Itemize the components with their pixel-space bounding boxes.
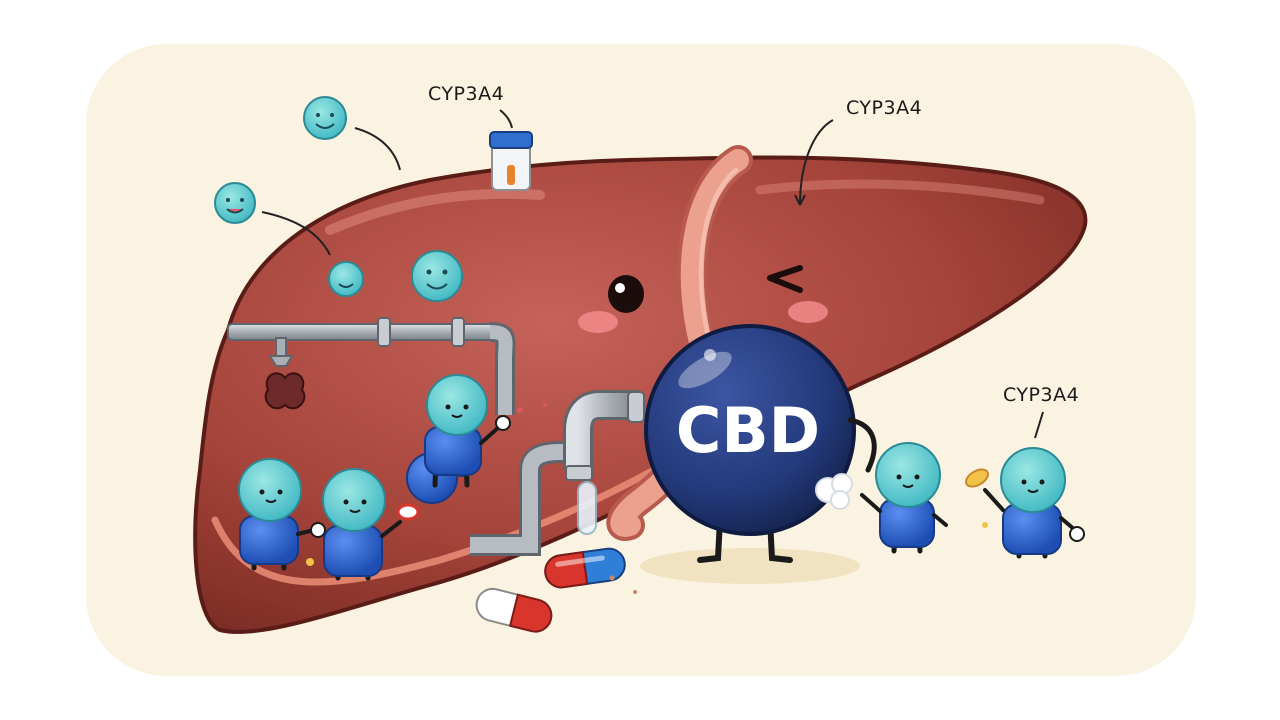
enzyme-character-icon: [983, 447, 1085, 559]
capsule-icon: [475, 587, 553, 633]
enzyme-character-icon: [322, 468, 402, 581]
molecule-bubble-icon: [411, 250, 463, 302]
molecule-bubble-icon: [328, 261, 364, 297]
liver-eye-icon: [608, 275, 644, 313]
liver-wink-icon: [767, 265, 803, 293]
molecule-bubble-icon: [214, 182, 256, 224]
enzyme-character-icon: [860, 442, 948, 554]
pipe-icon: [227, 317, 590, 556]
faucet-icon: [563, 390, 645, 535]
enzyme-character-icon: [424, 374, 511, 488]
molecule-bubble-icon: [303, 96, 347, 140]
cbd-text: CBD: [676, 394, 820, 467]
small-pill-icon: [306, 468, 989, 566]
cbd-ball-icon: CBD: [640, 324, 877, 584]
pill-bottle-icon: [489, 131, 533, 191]
enzyme-label: CYP3A4: [428, 83, 505, 105]
enzyme-character-icon: [238, 458, 326, 571]
enzyme-label: CYP3A4: [1003, 384, 1080, 406]
dust-cloud-icon: [815, 473, 853, 510]
enzyme-label: CYP3A4: [846, 97, 923, 119]
capsule-icon: [544, 547, 626, 589]
toxin-blob-icon: [264, 372, 306, 410]
